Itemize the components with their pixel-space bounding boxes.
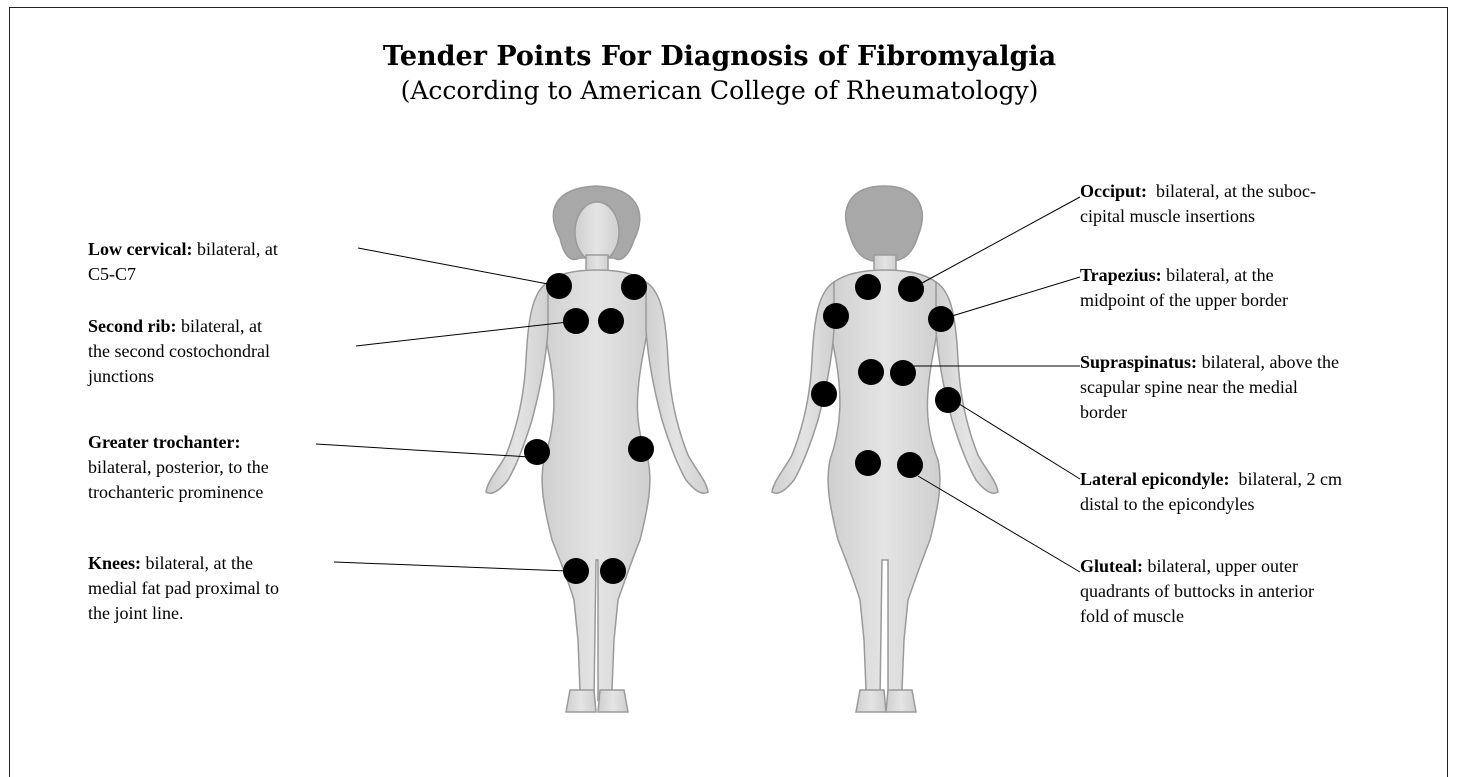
dot-knee-right (600, 558, 626, 584)
front-view-figure (486, 186, 708, 712)
label-text: bilateral, posterior, to the (88, 457, 269, 477)
label-text: the second costochondral (88, 341, 270, 361)
dot-trapezius-right (928, 306, 954, 332)
label-term: Knees: (88, 553, 141, 573)
label-text: C5-C7 (88, 264, 136, 284)
label-supraspinatus: Supraspinatus: bilateral, above the scap… (1080, 350, 1339, 425)
dot-low-cervical-right (621, 274, 647, 300)
label-text: cipital muscle insertions (1080, 206, 1255, 226)
label-text: bilateral, above the (1202, 352, 1339, 372)
dot-trapezius-left (823, 303, 849, 329)
dot-greater-trochanter-left (524, 439, 550, 465)
label-text: junctions (88, 366, 154, 386)
dot-knee-left (563, 558, 589, 584)
label-term: Second rib: (88, 316, 177, 336)
label-text: midpoint of the upper border (1080, 290, 1288, 310)
dot-lateral-epicondyle-left (811, 381, 837, 407)
label-trapezius: Trapezius: bilateral, at the midpoint of… (1080, 263, 1288, 313)
label-term: Gluteal: (1080, 556, 1143, 576)
dot-gluteal-left (855, 450, 881, 476)
dot-greater-trochanter-right (628, 436, 654, 462)
label-text: scapular spine near the medial (1080, 377, 1298, 397)
dot-supraspinatus-right (890, 360, 916, 386)
leader-occiput (922, 197, 1080, 283)
label-text: quadrants of buttocks in anterior (1080, 581, 1314, 601)
label-second-rib: Second rib: bilateral, at the second cos… (88, 314, 270, 389)
dot-second-rib-left (563, 308, 589, 334)
label-text: bilateral, at (197, 239, 278, 259)
label-text: bilateral, upper outer (1148, 556, 1298, 576)
dot-occiput-right (898, 276, 924, 302)
leader-knees (334, 562, 568, 571)
label-text: bilateral, at the suboc- (1156, 181, 1316, 201)
label-lateral-epicondyle: Lateral epicondyle: bilateral, 2 cm dist… (1080, 467, 1342, 517)
label-text: distal to the epicondyles (1080, 494, 1254, 514)
label-term: Supraspinatus: (1080, 352, 1197, 372)
dot-low-cervical-left (546, 273, 572, 299)
dot-lateral-epicondyle-right (935, 387, 961, 413)
label-gluteal: Gluteal: bilateral, upper outer quadrant… (1080, 554, 1314, 629)
label-low-cervical: Low cervical: bilateral, at C5-C7 (88, 237, 278, 287)
label-term: Lateral epicondyle: (1080, 469, 1229, 489)
label-occiput: Occiput: bilateral, at the suboc- cipita… (1080, 179, 1316, 229)
label-term: Low cervical: (88, 239, 192, 259)
leader-greater-trochanter (316, 444, 530, 457)
label-text: fold of muscle (1080, 606, 1184, 626)
back-view-figure (772, 186, 998, 712)
label-greater-trochanter: Greater trochanter: bilateral, posterior… (88, 430, 269, 505)
label-knees: Knees: bilateral, at the medial fat pad … (88, 551, 279, 626)
label-text: border (1080, 402, 1127, 422)
label-text: the joint line. (88, 603, 183, 623)
leader-gluteal (918, 476, 1080, 572)
label-text: medial fat pad proximal to (88, 578, 279, 598)
label-text: bilateral, 2 cm (1238, 469, 1341, 489)
label-text: trochanteric prominence (88, 482, 263, 502)
dot-occiput-left (855, 274, 881, 300)
label-term: Greater trochanter: (88, 432, 240, 452)
dot-second-rib-right (598, 308, 624, 334)
leader-trapezius (952, 277, 1080, 316)
label-term: Occiput: (1080, 181, 1147, 201)
label-text: bilateral, at the (1166, 265, 1273, 285)
label-term: Trapezius: (1080, 265, 1162, 285)
label-text: bilateral, at the (146, 553, 253, 573)
dot-supraspinatus-left (858, 359, 884, 385)
label-text: bilateral, at (181, 316, 262, 336)
leader-low-cervical (358, 248, 548, 284)
dot-gluteal-right (897, 452, 923, 478)
